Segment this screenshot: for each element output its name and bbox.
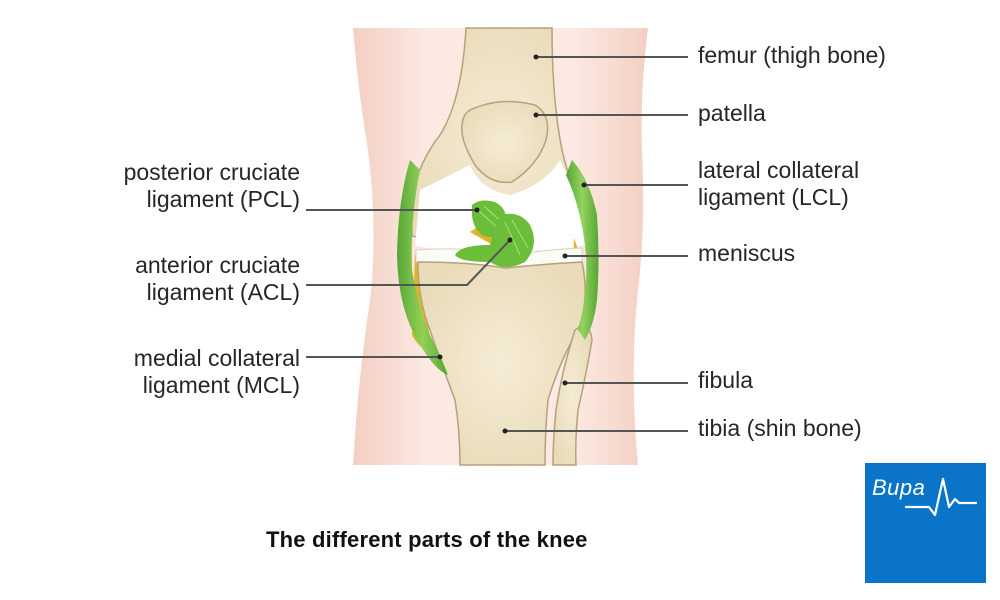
label-lcl-line2: ligament (LCL): [698, 184, 849, 210]
lcl-ligament: [566, 160, 599, 340]
label-fibula: fibula: [698, 367, 753, 394]
label-acl-line2: ligament (ACL): [146, 279, 300, 305]
label-mcl: medial collateral ligament (MCL): [134, 345, 300, 399]
label-pcl-line1: posterior cruciate: [123, 159, 300, 185]
label-acl: anterior cruciate ligament (ACL): [135, 252, 300, 306]
diagram-caption: The different parts of the knee: [266, 527, 588, 552]
label-pcl-line2: ligament (PCL): [146, 186, 300, 212]
label-mcl-line2: ligament (MCL): [142, 372, 300, 398]
label-meniscus-text: meniscus: [698, 240, 796, 266]
logo-brand-text: Bupa: [872, 475, 926, 500]
label-pcl: posterior cruciate ligament (PCL): [124, 159, 300, 213]
label-tibia: tibia (shin bone): [698, 415, 862, 442]
leader-lines-right: [505, 56, 688, 432]
bupa-logo: Bupa: [865, 463, 986, 583]
label-lcl-line1: lateral collateral: [698, 157, 860, 183]
label-fibula-text: fibula: [698, 367, 753, 393]
label-tibia-text: tibia (shin bone): [698, 415, 862, 441]
label-lcl: lateral collateral ligament (LCL): [698, 157, 859, 211]
patella-bone: [461, 100, 549, 184]
acl-ligament: [455, 213, 534, 267]
heartbeat-icon: [905, 477, 977, 517]
label-acl-line1: anterior cruciate: [135, 252, 300, 278]
label-femur-text: femur (thigh bone): [698, 42, 886, 68]
label-mcl-line1: medial collateral: [133, 345, 300, 371]
label-patella: patella: [698, 100, 766, 127]
label-femur: femur (thigh bone): [698, 42, 886, 69]
label-meniscus: meniscus: [698, 240, 795, 267]
mcl-ligament: [397, 160, 448, 375]
leader-lines-left: [306, 209, 511, 358]
label-patella-text: patella: [698, 100, 766, 126]
